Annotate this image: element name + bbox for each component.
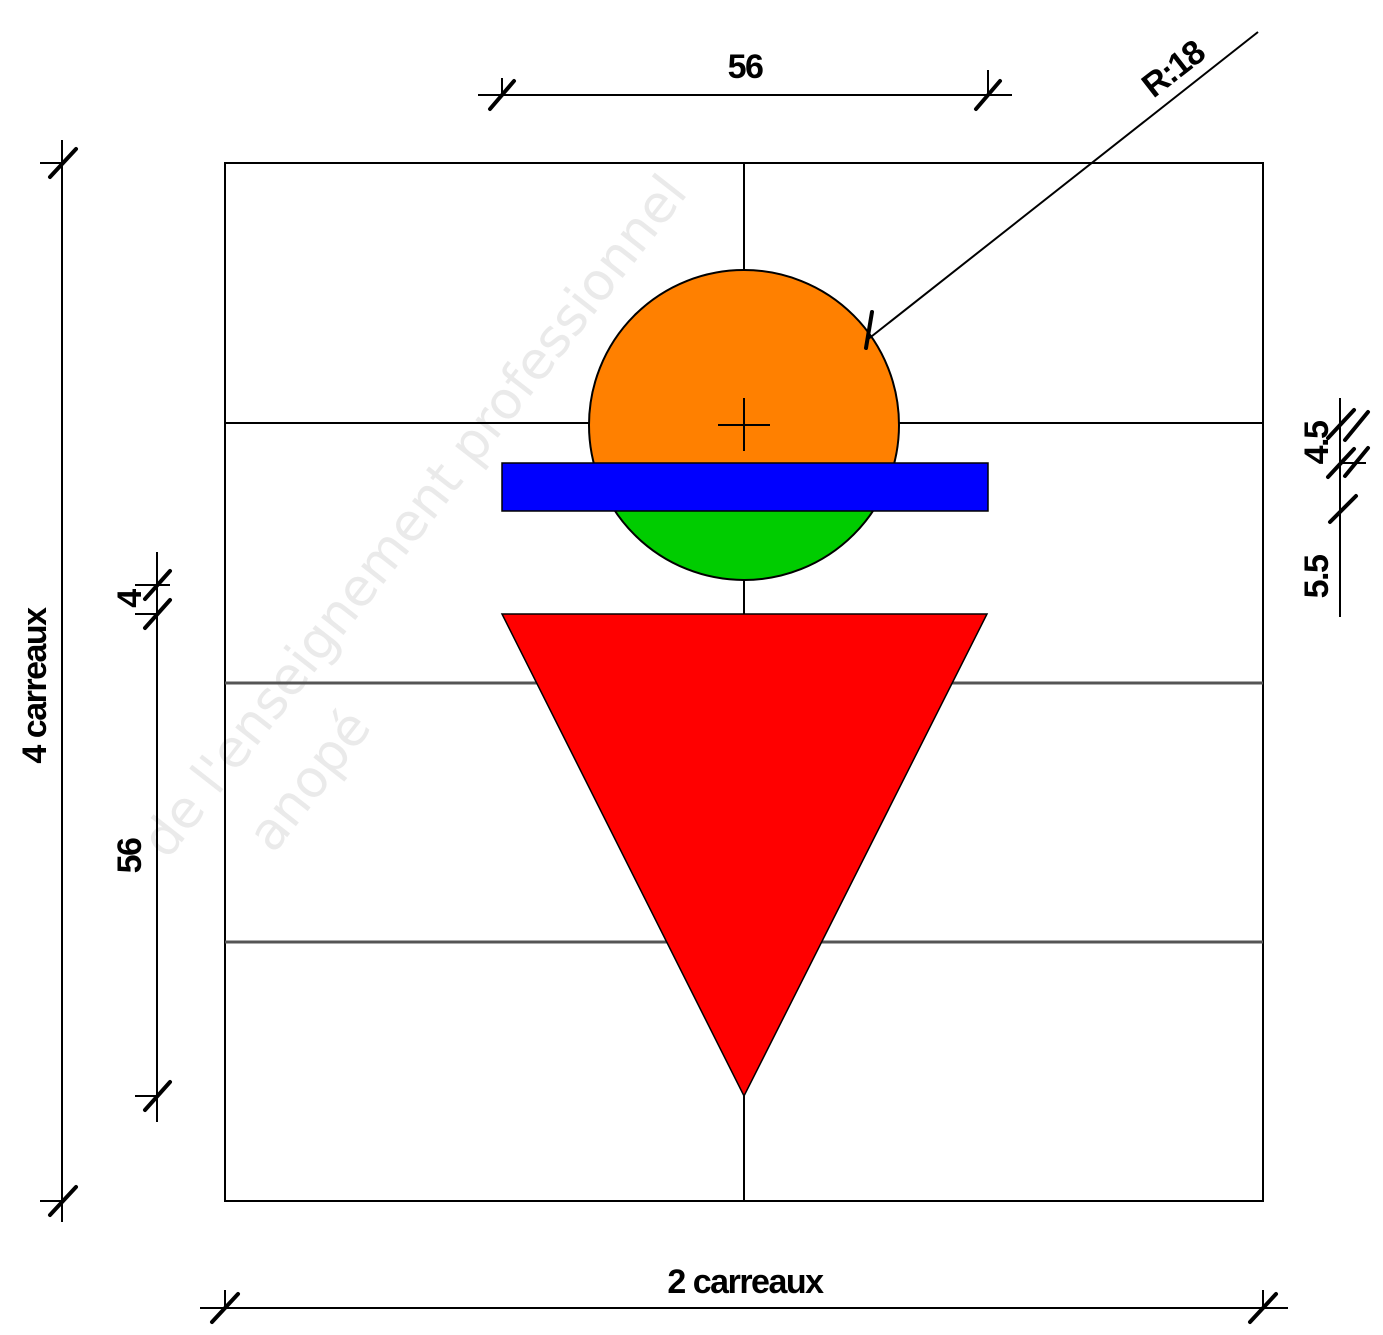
dimension-height-total-label: 4 carreaux	[16, 607, 54, 764]
dimension-width-total-label: 2 carreaux	[667, 1263, 824, 1301]
dimension-right: 4.5 5.5	[1298, 398, 1370, 617]
dimension-left-gap-label: 4	[111, 589, 149, 608]
center-cross-icon	[718, 398, 770, 451]
dimension-top-width: 56	[478, 48, 1012, 111]
dimension-left-inner: 4 56	[111, 552, 172, 1122]
red-triangle	[500, 613, 989, 1098]
dimension-right-lower-label: 5.5	[1298, 555, 1336, 598]
dimension-top-width-label: 56	[728, 48, 763, 86]
dimension-radius: R:18	[864, 31, 1259, 350]
dimension-left-triangle-label: 56	[111, 838, 149, 873]
dimension-right-upper-label: 4.5	[1298, 421, 1336, 464]
circle-shape	[588, 269, 900, 581]
dimension-height-total: 4 carreaux	[16, 140, 78, 1222]
dimension-width-total: 2 carreaux	[200, 1263, 1288, 1324]
green-circle-segment	[602, 490, 886, 581]
orange-half-circle	[588, 269, 900, 490]
blue-bar	[501, 462, 989, 512]
dimension-radius-label: R:18	[1135, 33, 1212, 105]
